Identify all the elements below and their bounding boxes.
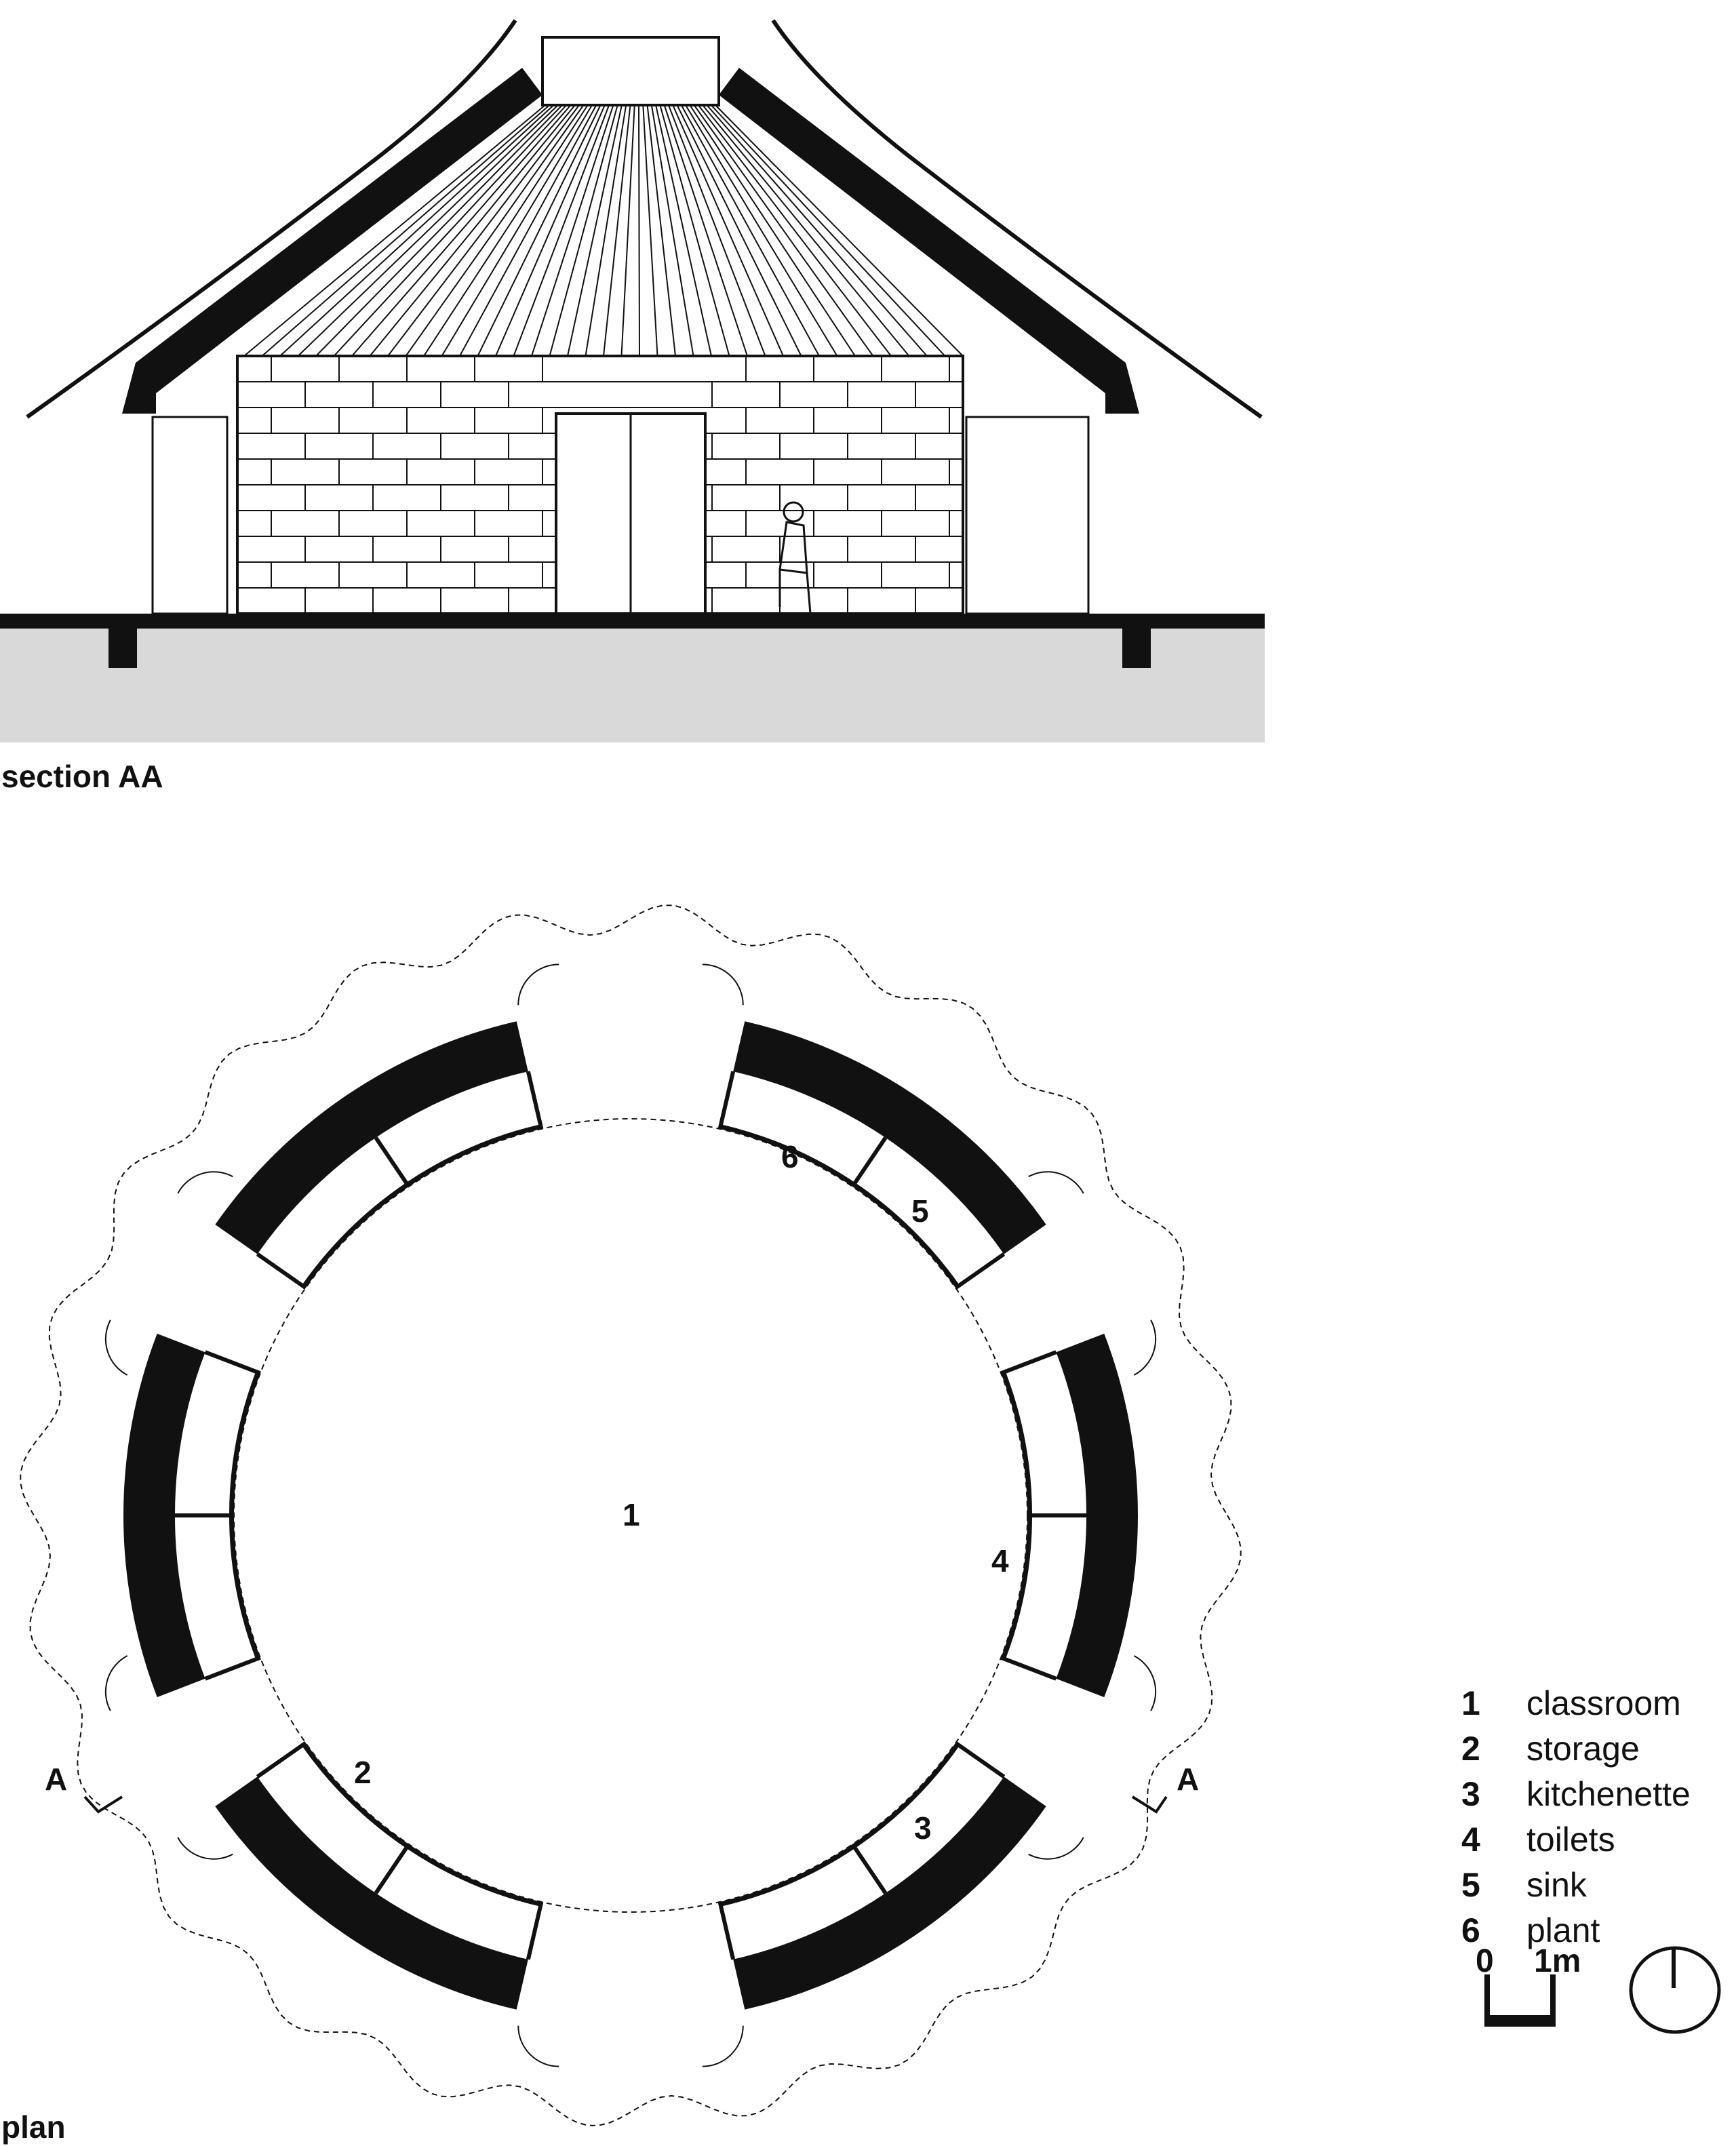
door-swing [104, 1655, 128, 1711]
door-swing [1028, 1837, 1084, 1860]
roof-beam-left [122, 68, 542, 414]
section-marker-right: A [1177, 1762, 1199, 1797]
legend-item: 1 classroom [1461, 1680, 1691, 1726]
legend-label: sink [1526, 1865, 1587, 1904]
north-arrow-icon [1629, 1946, 1721, 2034]
door-swing [1133, 1319, 1157, 1376]
wall-segment [215, 1021, 528, 1254]
wall-segment [215, 1776, 528, 2010]
ground [0, 627, 1265, 742]
legend-item: 3 kitchenette [1461, 1771, 1691, 1816]
legend-num: 2 [1461, 1729, 1480, 1768]
scale-start-label: 0 [1476, 1943, 1494, 1979]
wall-segment [1056, 1333, 1138, 1698]
room-number-2: 2 [354, 1755, 372, 1790]
plan-drawing: 1 2 3 4 5 6 A A [20, 905, 1721, 2126]
roof-rafters [243, 101, 964, 357]
legend-num: 1 [1461, 1684, 1480, 1722]
legend-label: plant [1526, 1911, 1600, 1949]
legend-item: 2 storage [1461, 1726, 1691, 1771]
room-number-6: 6 [781, 1139, 799, 1174]
door-swing [177, 1171, 233, 1194]
wall-segment [123, 1333, 205, 1698]
door-swing [1028, 1171, 1084, 1194]
wall-segment [733, 1776, 1046, 2010]
legend-item: 5 sink [1461, 1862, 1691, 1907]
footing-left [108, 614, 137, 668]
legend-label: kitchenette [1526, 1774, 1691, 1813]
door-swing [702, 2025, 744, 2067]
legend-item: 6 plant [1461, 1907, 1691, 1953]
legend-num: 4 [1461, 1820, 1480, 1859]
room-number-3: 3 [914, 1810, 932, 1846]
section-aa-drawing [0, 19, 1265, 742]
legend-num: 3 [1461, 1774, 1480, 1813]
room-number-1: 1 [623, 1497, 640, 1532]
room-inner-wall [1001, 1371, 1033, 1660]
door-swing [177, 1837, 233, 1860]
door-swing [702, 963, 744, 1006]
door-swing [104, 1319, 128, 1376]
plan-title: plan [1, 2109, 66, 2145]
legend-label: toilets [1526, 1820, 1615, 1859]
door-swings [104, 963, 1157, 2067]
legend-num: 5 [1461, 1865, 1480, 1904]
side-door-right [965, 416, 1090, 615]
scale-end-label: 1m [1534, 1943, 1581, 1979]
roof-beam-right [719, 68, 1139, 414]
side-door-left [151, 416, 229, 615]
legend-label: storage [1526, 1729, 1640, 1768]
perimeter-walls [123, 1021, 1138, 2010]
seated-person [773, 501, 814, 615]
legend-num: 6 [1461, 1911, 1480, 1949]
door-swing [1133, 1655, 1157, 1711]
room-inner-wall [229, 1371, 260, 1660]
section-marker-left: A [45, 1762, 67, 1797]
legend-item: 4 toilets [1461, 1816, 1691, 1862]
door-swing [517, 963, 559, 1006]
skylight [541, 36, 720, 106]
room-number-4: 4 [991, 1543, 1009, 1578]
footing-right [1122, 614, 1151, 668]
door-swing [517, 2025, 559, 2067]
roof-right [771, 19, 1263, 419]
room-legend: 1 classroom 2 storage 3 kitchenette 4 toilet… [1461, 1680, 1691, 1953]
room-number-5: 5 [911, 1193, 929, 1229]
section-title: section AA [1, 759, 163, 794]
roof-outline-dashed [20, 905, 1242, 2126]
wall-segment [733, 1021, 1046, 1254]
floor-slab [0, 614, 1265, 629]
legend-label: classroom [1526, 1684, 1681, 1722]
roof-left [26, 19, 517, 419]
